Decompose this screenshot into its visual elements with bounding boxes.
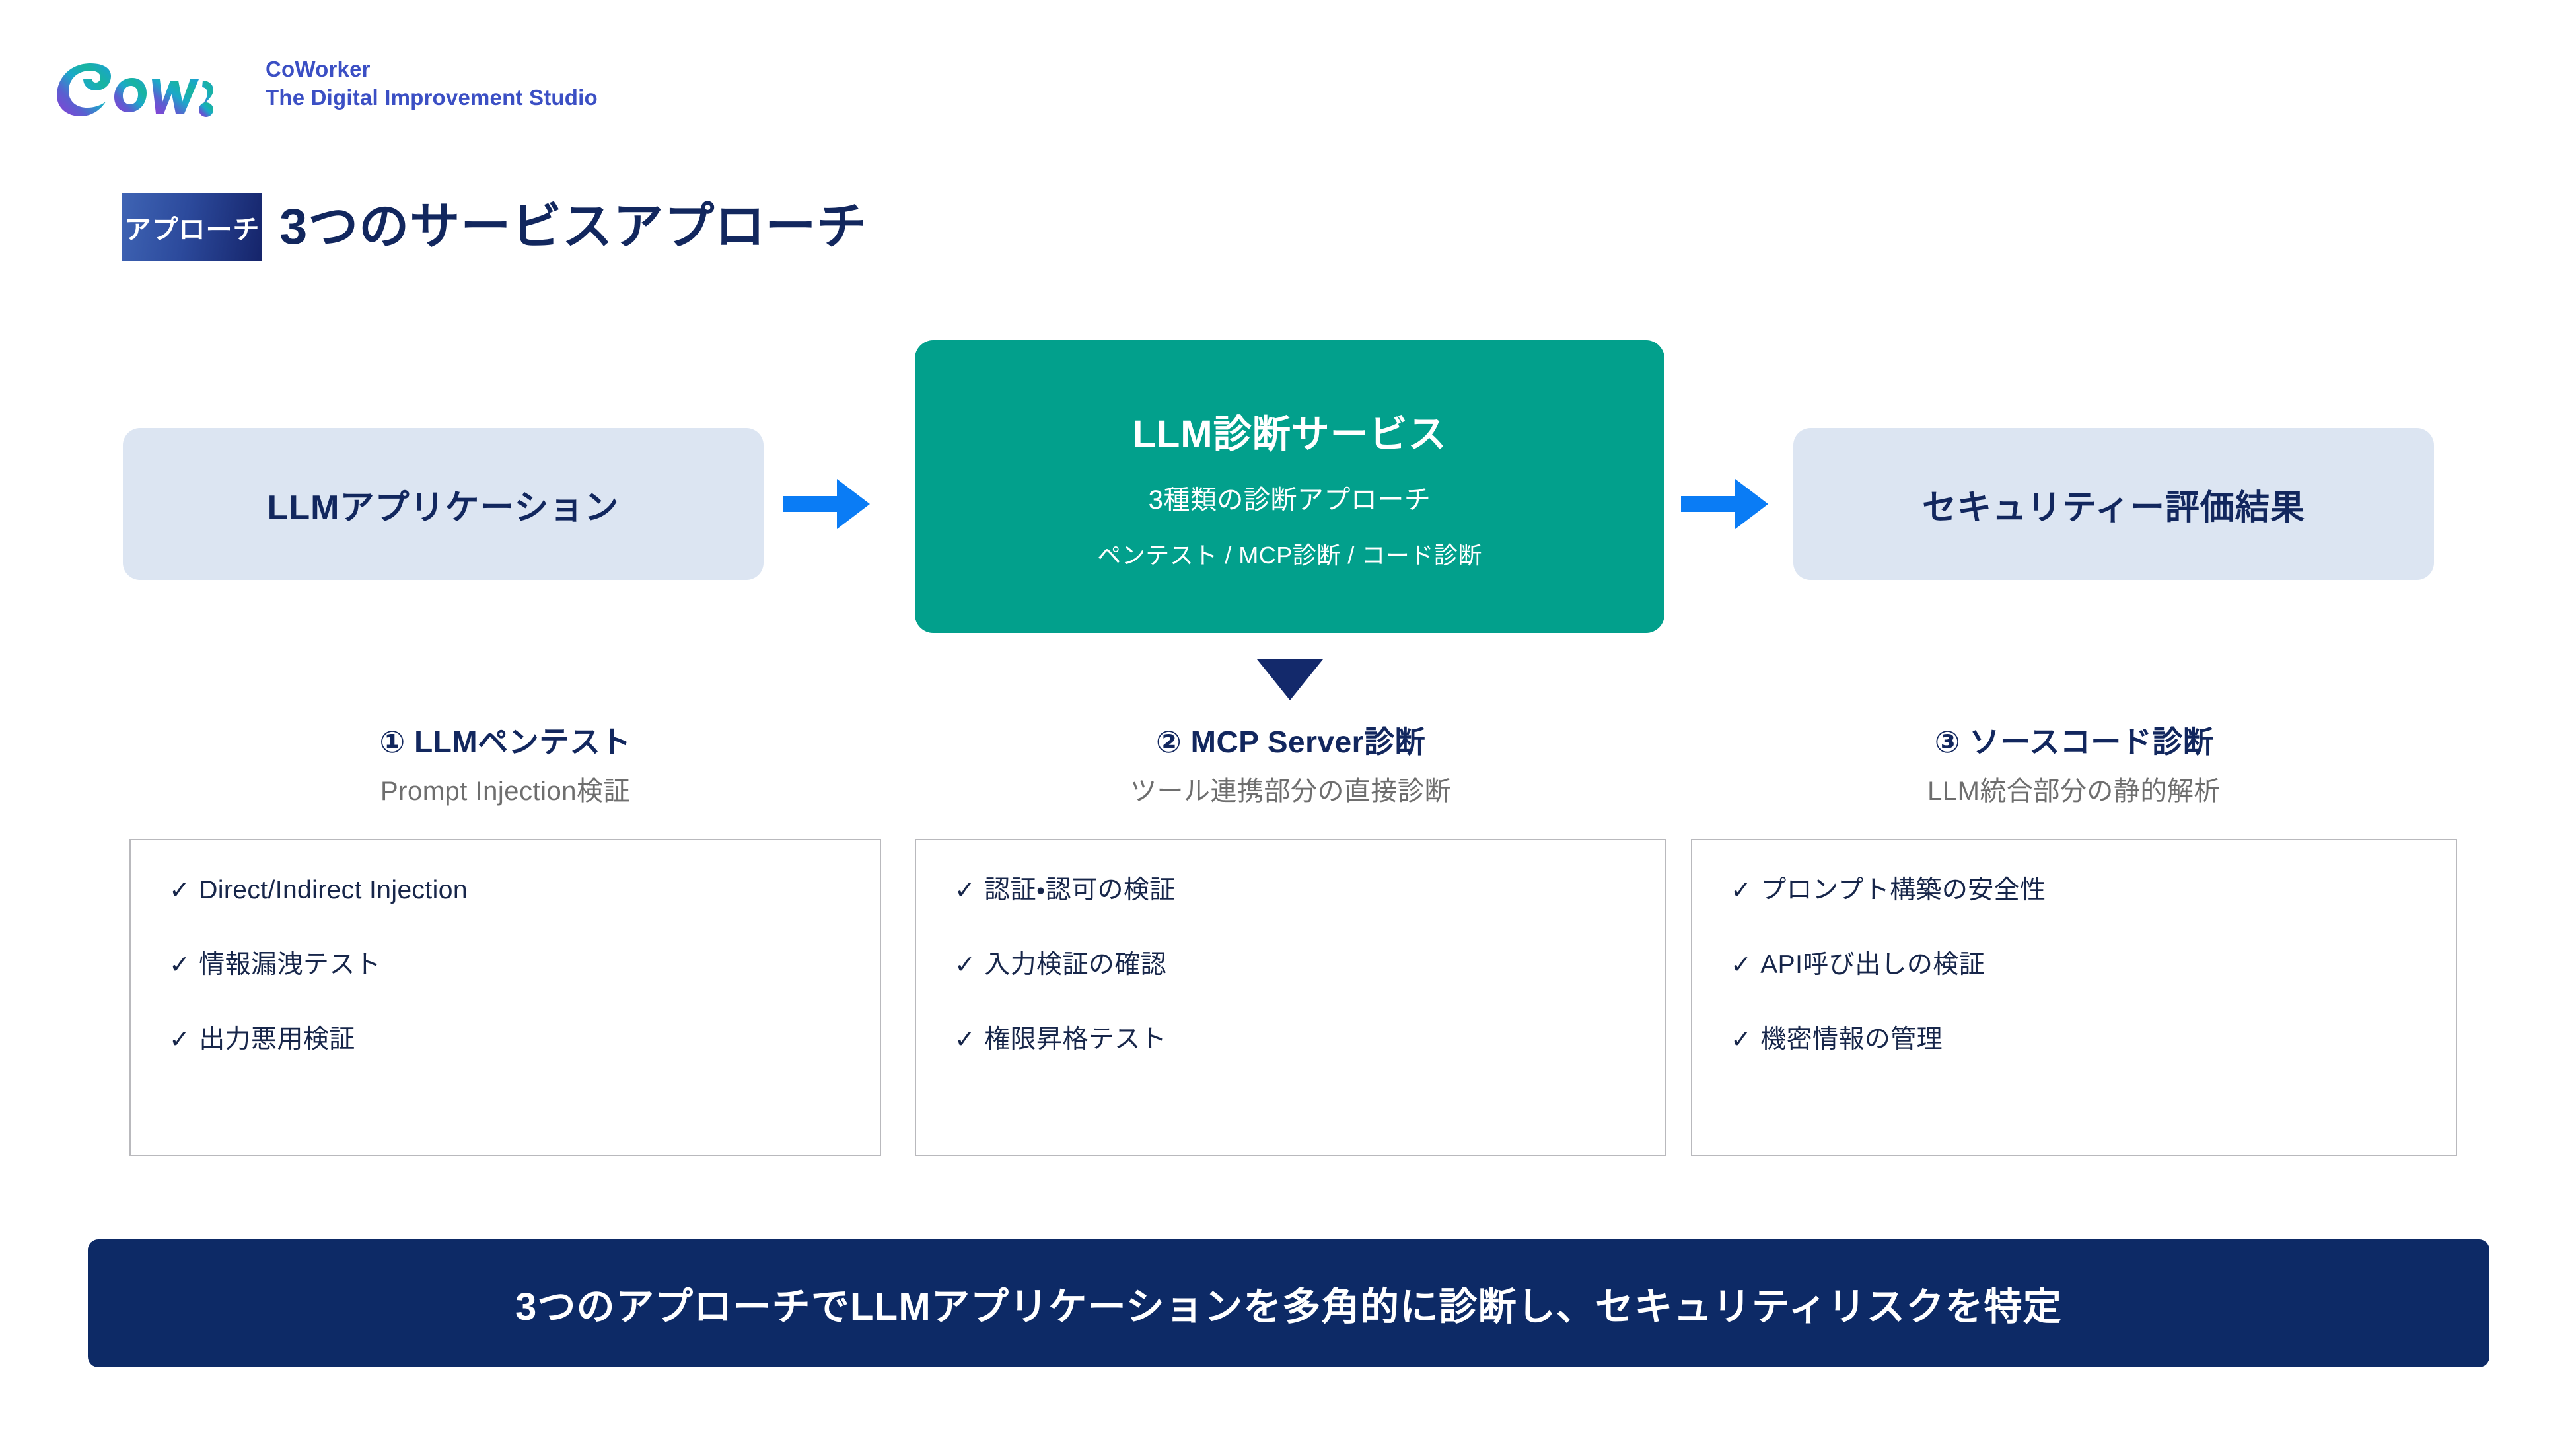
- list-item-label: Direct/Indirect Injection: [199, 876, 468, 904]
- check-icon: ✓: [954, 951, 976, 979]
- service-title: LLM診断サービス: [1132, 412, 1447, 456]
- service-subtitle: 3種類の診断アプローチ: [1148, 485, 1431, 515]
- column-heading: ② MCP Server診断: [1155, 725, 1426, 759]
- list-item-label: 情報漏洩テスト: [199, 951, 382, 979]
- brand-name: CoWorker: [266, 57, 371, 82]
- column-subheading: Prompt Injection検証: [380, 777, 631, 806]
- service-detail: ペンテスト / MCP診断 / コード診断: [1097, 541, 1482, 569]
- list-item: ✓ 入力検証の確認: [954, 952, 1627, 978]
- arrow-right-icon: [1681, 472, 1768, 536]
- summary-banner: 3つのアプローチでLLMアプリケーションを多角的に診断し、セキュリティリスクを特…: [88, 1239, 2489, 1367]
- flow-input-box: LLMアプリケーション: [123, 428, 764, 580]
- check-icon: ✓: [169, 951, 191, 979]
- check-icon: ✓: [954, 1026, 976, 1054]
- check-icon: ✓: [954, 877, 976, 904]
- column-card: ✓ Direct/Indirect Injection ✓ 情報漏洩テスト ✓ 出力悪…: [129, 839, 881, 1156]
- list-item-label: 機密情報の管理: [1760, 1025, 1943, 1054]
- list-item-label: 入力検証の確認: [984, 951, 1167, 979]
- column-heading: ③ ソースコード診断: [1934, 725, 2214, 759]
- list-item-label: 権限昇格テスト: [984, 1025, 1167, 1054]
- column-heading: ① LLMペンテスト: [379, 725, 631, 759]
- column-card: ✓ 認証・認可の検証 ✓ 入力検証の確認 ✓ 権限昇格テスト: [915, 839, 1666, 1156]
- check-icon: ✓: [169, 877, 191, 904]
- column-card: ✓ プロンプト構築の安全性 ✓ API呼び出しの検証 ✓ 機密情報の管理: [1691, 839, 2457, 1156]
- page-title: 3つのサービスアプローチ: [279, 198, 868, 255]
- check-icon: ✓: [1731, 1026, 1752, 1054]
- list-item-label: 出力悪用検証: [199, 1025, 355, 1054]
- coworker-script-logo-icon: [53, 41, 251, 127]
- list-item: ✓ API呼び出しの検証: [1731, 952, 2417, 978]
- list-item: ✓ プロンプト構築の安全性: [1731, 877, 2417, 903]
- check-icon: ✓: [169, 1026, 191, 1054]
- brand-text: CoWorker The Digital Improvement Studio: [266, 57, 598, 110]
- flow-output-box: セキュリティー評価結果: [1793, 428, 2434, 580]
- brand-tagline: The Digital Improvement Studio: [266, 85, 598, 110]
- approach-column-1: ① LLMペンテスト Prompt Injection検証 ✓ Direct/In…: [129, 727, 881, 1156]
- flow-service-box: LLM診断サービス 3種類の診断アプローチ ペンテスト / MCP診断 / コー…: [915, 340, 1664, 633]
- brand-logo: CoWorker The Digital Improvement Studio: [53, 41, 598, 127]
- list-item: ✓ 認証・認可の検証: [954, 877, 1627, 903]
- column-subheading: ツール連携部分の直接診断: [1130, 777, 1451, 806]
- column-subheading: LLM統合部分の静的解析: [1927, 777, 2221, 806]
- list-item-label: API呼び出しの検証: [1760, 951, 1986, 979]
- check-icon: ✓: [1731, 877, 1752, 904]
- list-item: ✓ Direct/Indirect Injection: [169, 877, 841, 903]
- triangle-down-icon: [1257, 659, 1323, 700]
- list-item: ✓ 出力悪用検証: [169, 1027, 841, 1052]
- check-icon: ✓: [1731, 951, 1752, 979]
- list-item: ✓ 機密情報の管理: [1731, 1027, 2417, 1052]
- approach-column-3: ③ ソースコード診断 LLM統合部分の静的解析 ✓ プロンプト構築の安全性 ✓ AP…: [1691, 727, 2457, 1156]
- section-badge: アプローチ: [122, 193, 262, 261]
- list-item-label: プロンプト構築の安全性: [1760, 876, 2046, 904]
- approach-column-2: ② MCP Server診断 ツール連携部分の直接診断 ✓ 認証・認可の検証 ✓ 入…: [915, 727, 1666, 1156]
- list-item-label: 認証・認可の検証: [984, 876, 1176, 904]
- page-title-row: アプローチ 3つのサービスアプローチ: [122, 193, 867, 261]
- arrow-right-icon: [783, 472, 870, 536]
- list-item: ✓ 権限昇格テスト: [954, 1027, 1627, 1052]
- list-item: ✓ 情報漏洩テスト: [169, 952, 841, 978]
